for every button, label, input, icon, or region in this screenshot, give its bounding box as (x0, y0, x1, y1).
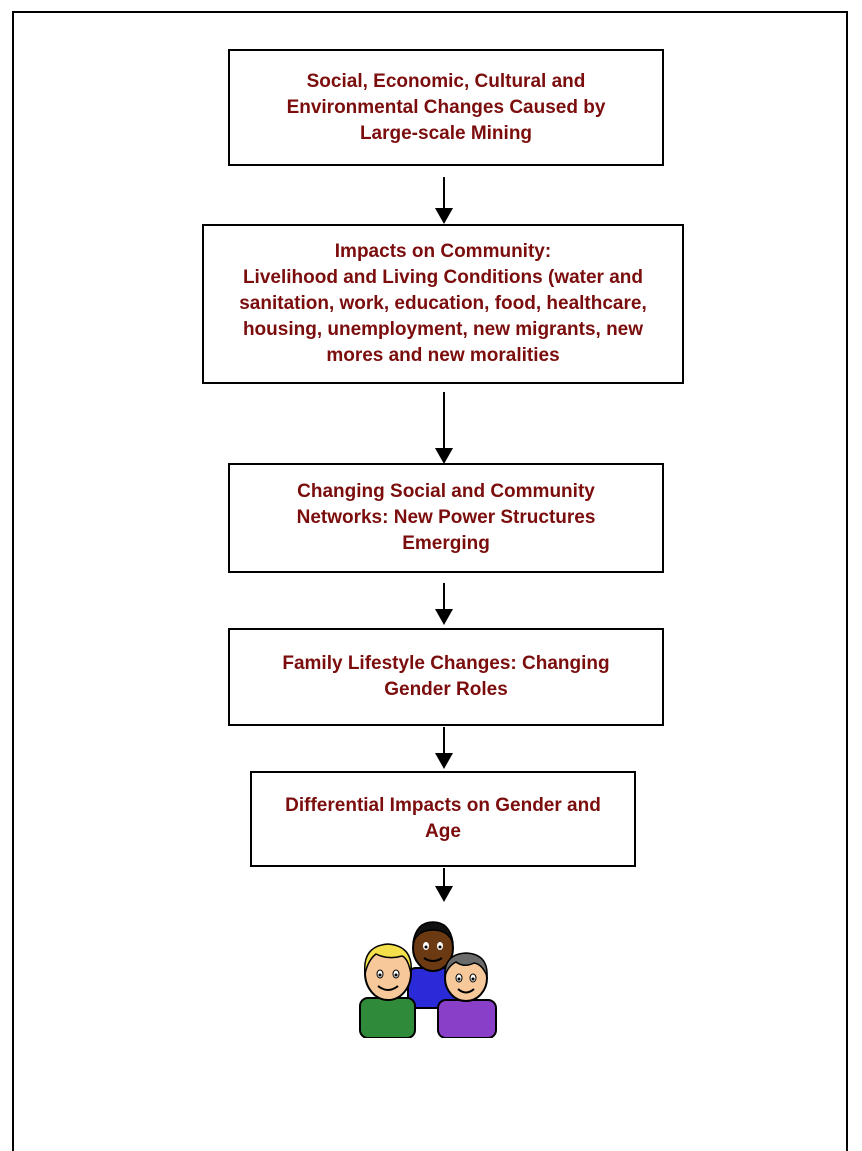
box-line: Social, Economic, Cultural and (306, 70, 586, 92)
box-line: Age (425, 821, 461, 842)
box-line: mores and new moralities (326, 345, 560, 366)
flow-arrow (434, 177, 454, 224)
flow-arrow (434, 392, 454, 464)
box-line: Gender Roles (384, 679, 508, 700)
flow-box-gender-and-age: Differential Impacts on Gender and Age (250, 771, 636, 867)
flow-box-family-lifestyle: Family Lifestyle Changes: Changing Gende… (228, 628, 664, 726)
people-group-icon (359, 921, 497, 1038)
box-line: Environmental Changes Caused by (286, 96, 606, 118)
flow-box-social-networks: Changing Social and Community Networks: … (228, 463, 664, 573)
flow-arrow (434, 868, 454, 902)
box-line: housing, unemployment, new migrants, new (242, 319, 644, 340)
flow-box-community-impacts: Impacts on Community: Livelihood and Liv… (202, 224, 684, 384)
box-line: Livelihood and Living Conditions (water … (242, 267, 644, 288)
flow-arrow (434, 583, 454, 625)
box-line: Large-scale Mining (359, 122, 533, 144)
box-line: Emerging (402, 533, 490, 554)
flow-box-mining-changes: Social, Economic, Cultural and Environme… (228, 49, 664, 166)
box-line: Networks: New Power Structures (296, 507, 596, 528)
box-line: Differential Impacts on Gender and (285, 795, 601, 816)
flow-arrow (434, 727, 454, 769)
box-line: sanitation, work, education, food, healt… (239, 293, 647, 314)
diagram-frame (12, 11, 848, 1151)
box-line: Impacts on Community: (334, 241, 552, 262)
box-line: Family Lifestyle Changes: Changing (282, 653, 610, 674)
box-line: Changing Social and Community (297, 481, 595, 502)
